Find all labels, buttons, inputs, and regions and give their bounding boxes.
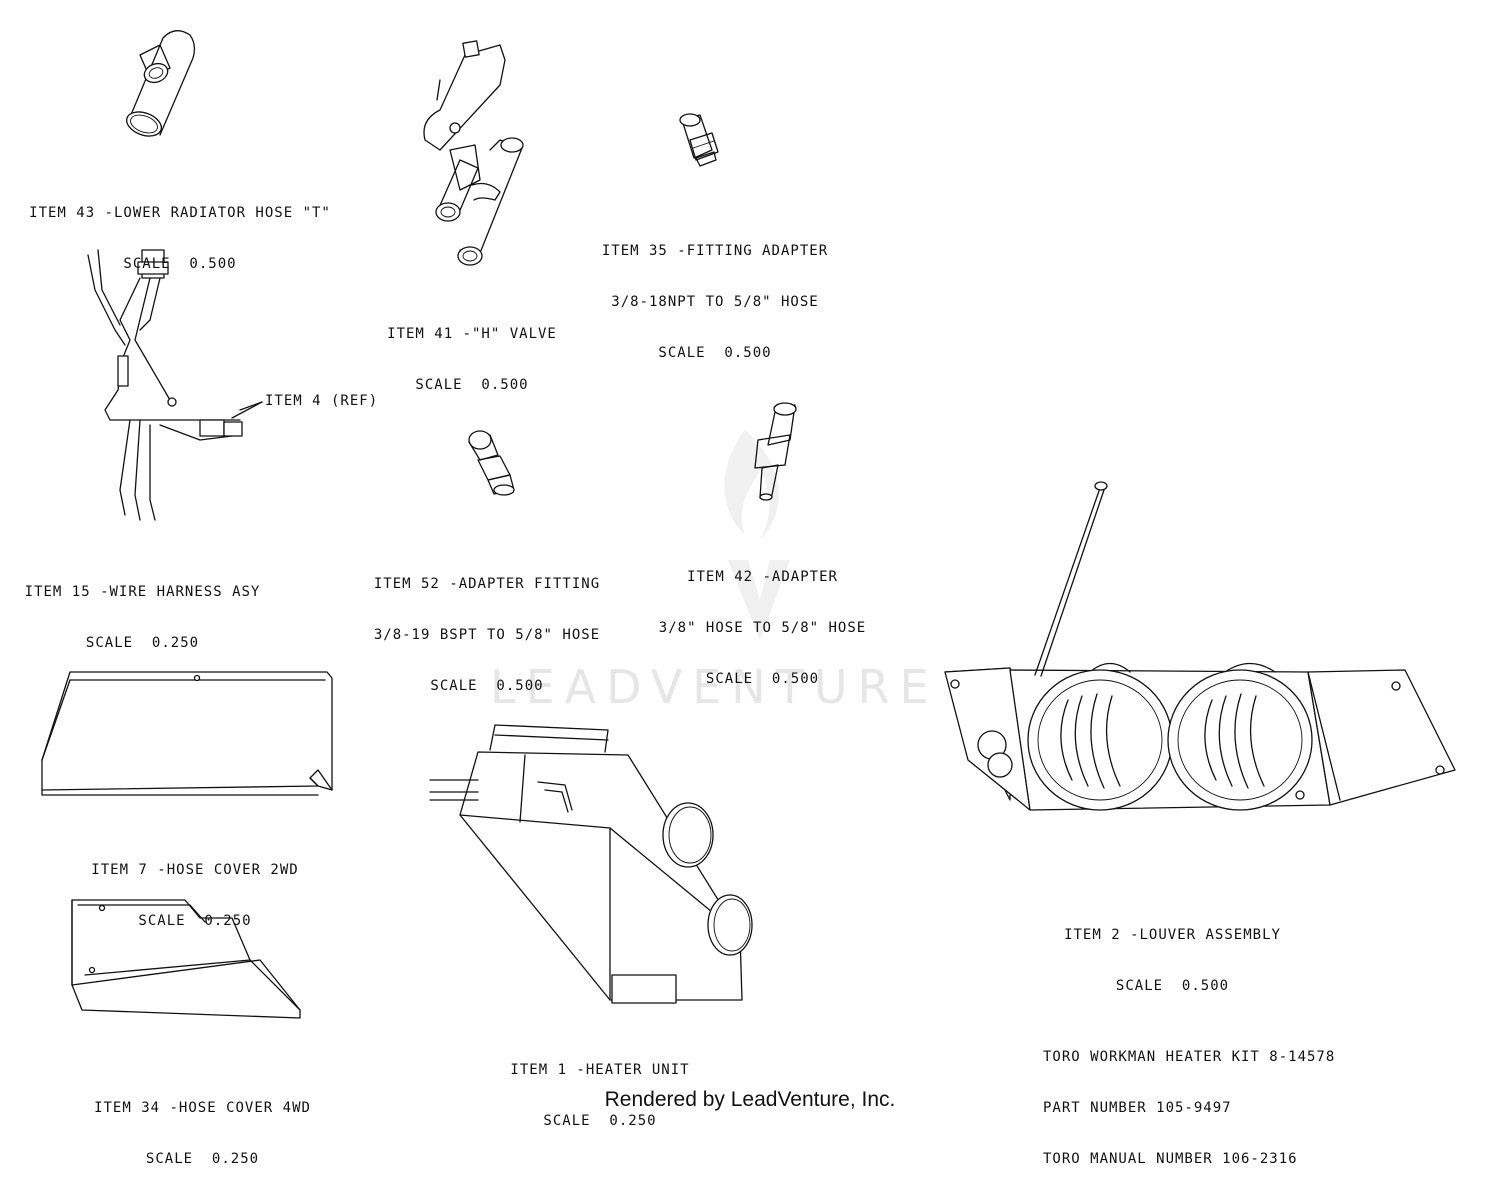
item-15-caption: ITEM 15 -WIRE HARNESS ASY SCALE 0.250 (15, 550, 270, 669)
kit-info-line-2: PART NUMBER 105-9497 (1043, 1100, 1232, 1116)
item-52-title: ITEM 52 -ADAPTER FITTING (373, 576, 601, 592)
item-7-hose-cover-2wd-drawing (41, 671, 333, 796)
item-1-title: ITEM 1 -HEATER UNIT (510, 1062, 690, 1078)
item-52-spec: 3/8-19 BSPT TO 5/8" HOSE (373, 627, 601, 643)
item-2-title: ITEM 2 -LOUVER ASSEMBLY (1064, 927, 1281, 943)
item-7-caption: ITEM 7 -HOSE COVER 2WD SCALE 0.250 (80, 828, 310, 947)
item-41-title: ITEM 41 -"H" VALVE (387, 326, 557, 342)
item-42-caption: ITEM 42 -ADAPTER 3/8" HOSE TO 5/8" HOSE … (645, 535, 880, 705)
item-35-fitting-adapter-drawing (679, 113, 719, 167)
item-41-caption: ITEM 41 -"H" VALVE SCALE 0.500 (362, 292, 582, 411)
item-43-caption: ITEM 43 -LOWER RADIATOR HOSE "T" SCALE 0… (20, 171, 340, 290)
watermark: LEADVENTURE (490, 660, 939, 714)
item-2-scale: SCALE 0.500 (1115, 978, 1230, 994)
item-15-scale: SCALE 0.250 (85, 635, 200, 651)
item-34-caption: ITEM 34 -HOSE COVER 4WD SCALE 0.250 (85, 1066, 320, 1185)
item-1-caption: ITEM 1 -HEATER UNIT SCALE 0.250 (495, 1028, 705, 1147)
item-43-hose-t-drawing (126, 30, 196, 137)
kit-info-line-3: TORO MANUAL NUMBER 106-2316 (1043, 1151, 1298, 1167)
item-2-louver-assembly-drawing (944, 481, 1456, 811)
item-34-hose-cover-4wd-drawing (71, 899, 301, 1019)
kit-info-line-1: TORO WORKMAN HEATER KIT 8-14578 (1043, 1049, 1336, 1065)
item-52-scale: SCALE 0.500 (430, 678, 544, 694)
item-42-adapter-drawing (754, 402, 797, 501)
parts-diagram (41, 30, 1456, 1019)
item-42-spec: 3/8" HOSE TO 5/8" HOSE (658, 620, 867, 636)
item-2-caption: ITEM 2 -LOUVER ASSEMBLY SCALE 0.500 (1055, 893, 1290, 1012)
item-35-scale: SCALE 0.500 (658, 345, 772, 361)
item-4-callout: ITEM 4 (REF) (265, 393, 379, 409)
item-52-adapter-fitting-drawing (468, 430, 515, 496)
item-7-title: ITEM 7 -HOSE COVER 2WD (91, 862, 299, 878)
item-15-wire-harness-drawing (87, 249, 263, 521)
item-52-caption: ITEM 52 -ADAPTER FITTING 3/8-19 BSPT TO … (362, 542, 612, 712)
item-1-heater-unit-drawing (429, 724, 753, 1004)
item-41-scale: SCALE 0.500 (415, 377, 529, 393)
item-42-title: ITEM 42 -ADAPTER (687, 569, 838, 585)
item-4-leader-line (231, 401, 263, 419)
item-7-scale: SCALE 0.250 (138, 913, 252, 929)
item-42-scale: SCALE 0.500 (705, 671, 820, 687)
item-1-scale: SCALE 0.250 (543, 1113, 657, 1129)
item-35-spec: 3/8-18NPT TO 5/8" HOSE (611, 294, 819, 310)
footer-credit: Rendered by LeadVenture, Inc. (604, 1088, 896, 1111)
watermark-logo (724, 430, 790, 640)
item-35-caption: ITEM 35 -FITTING ADAPTER 3/8-18NPT TO 5/… (590, 209, 840, 379)
item-43-title: ITEM 43 -LOWER RADIATOR HOSE "T" (29, 205, 331, 221)
item-43-scale: SCALE 0.500 (123, 256, 237, 272)
item-34-scale: SCALE 0.250 (145, 1151, 260, 1167)
item-34-title: ITEM 34 -HOSE COVER 4WD (94, 1100, 311, 1116)
item-35-title: ITEM 35 -FITTING ADAPTER (601, 243, 829, 259)
item-15-title: ITEM 15 -WIRE HARNESS ASY (24, 584, 261, 600)
item-41-h-valve-drawing (423, 40, 524, 266)
